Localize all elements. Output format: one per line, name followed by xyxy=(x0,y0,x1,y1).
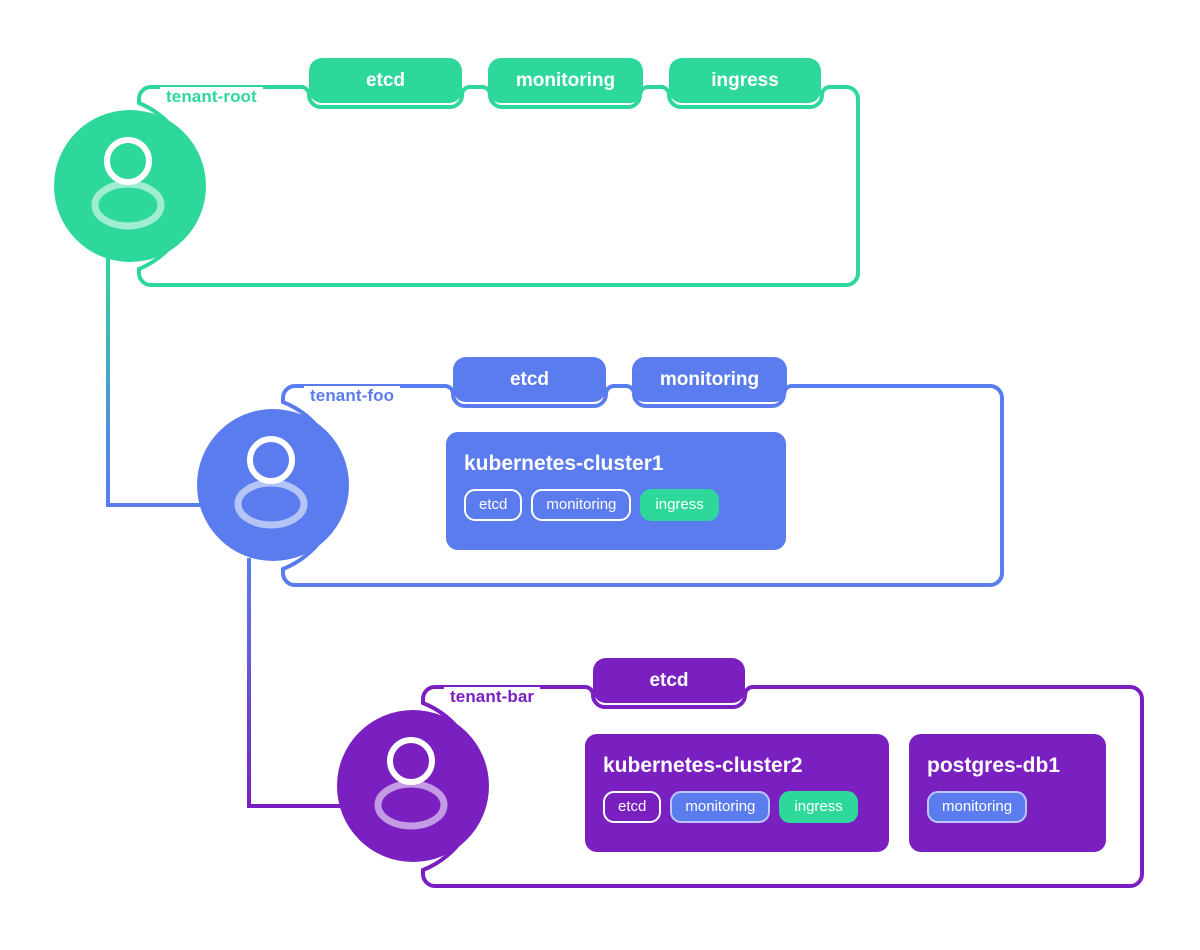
tenant-bar-label: tenant-bar xyxy=(444,687,541,707)
resource-title: kubernetes-cluster1 xyxy=(464,452,664,475)
tenant-foo-service-monitoring[interactable]: monitoring xyxy=(632,357,787,402)
tenant-bar-avatar[interactable] xyxy=(337,710,489,862)
tenant-root-service-monitoring[interactable]: monitoring xyxy=(488,58,643,103)
chip-monitoring[interactable]: monitoring xyxy=(927,791,1028,823)
resource-card-kubernetes-cluster2[interactable]: kubernetes-cluster2 etcd monitoring ingr… xyxy=(585,734,889,852)
chip-ingress[interactable]: ingress xyxy=(779,791,858,823)
tenant-root-label: tenant-root xyxy=(160,87,263,107)
tenant-foo-avatar[interactable] xyxy=(197,409,349,561)
resource-title: postgres-db1 xyxy=(927,754,1061,777)
chip-etcd[interactable]: etcd xyxy=(464,489,523,521)
tenant-foo-label: tenant-foo xyxy=(304,386,401,406)
chip-ingress[interactable]: ingress xyxy=(640,489,719,521)
resource-chip-row: monitoring xyxy=(927,791,1088,823)
chip-monitoring[interactable]: monitoring xyxy=(670,791,771,823)
resource-title: kubernetes-cluster2 xyxy=(603,754,803,777)
tenant-foo-service-etcd[interactable]: etcd xyxy=(453,357,606,402)
resource-card-kubernetes-cluster1[interactable]: kubernetes-cluster1 etcd monitoring ingr… xyxy=(446,432,786,550)
tenant-root-service-etcd[interactable]: etcd xyxy=(309,58,462,103)
tenant-root-avatar[interactable] xyxy=(54,110,206,262)
tenant-root-boundary xyxy=(137,85,860,287)
resource-chip-row: etcd monitoring ingress xyxy=(464,489,768,521)
tenant-bar-service-etcd[interactable]: etcd xyxy=(593,658,745,703)
connector-foo-to-bar xyxy=(247,558,370,808)
connector-root-to-foo xyxy=(106,258,228,507)
chip-etcd[interactable]: etcd xyxy=(603,791,662,823)
resource-card-postgres-db1[interactable]: postgres-db1 monitoring xyxy=(909,734,1106,852)
tenant-root-service-ingress[interactable]: ingress xyxy=(669,58,821,103)
resource-chip-row: etcd monitoring ingress xyxy=(603,791,871,823)
chip-monitoring[interactable]: monitoring xyxy=(531,489,632,521)
